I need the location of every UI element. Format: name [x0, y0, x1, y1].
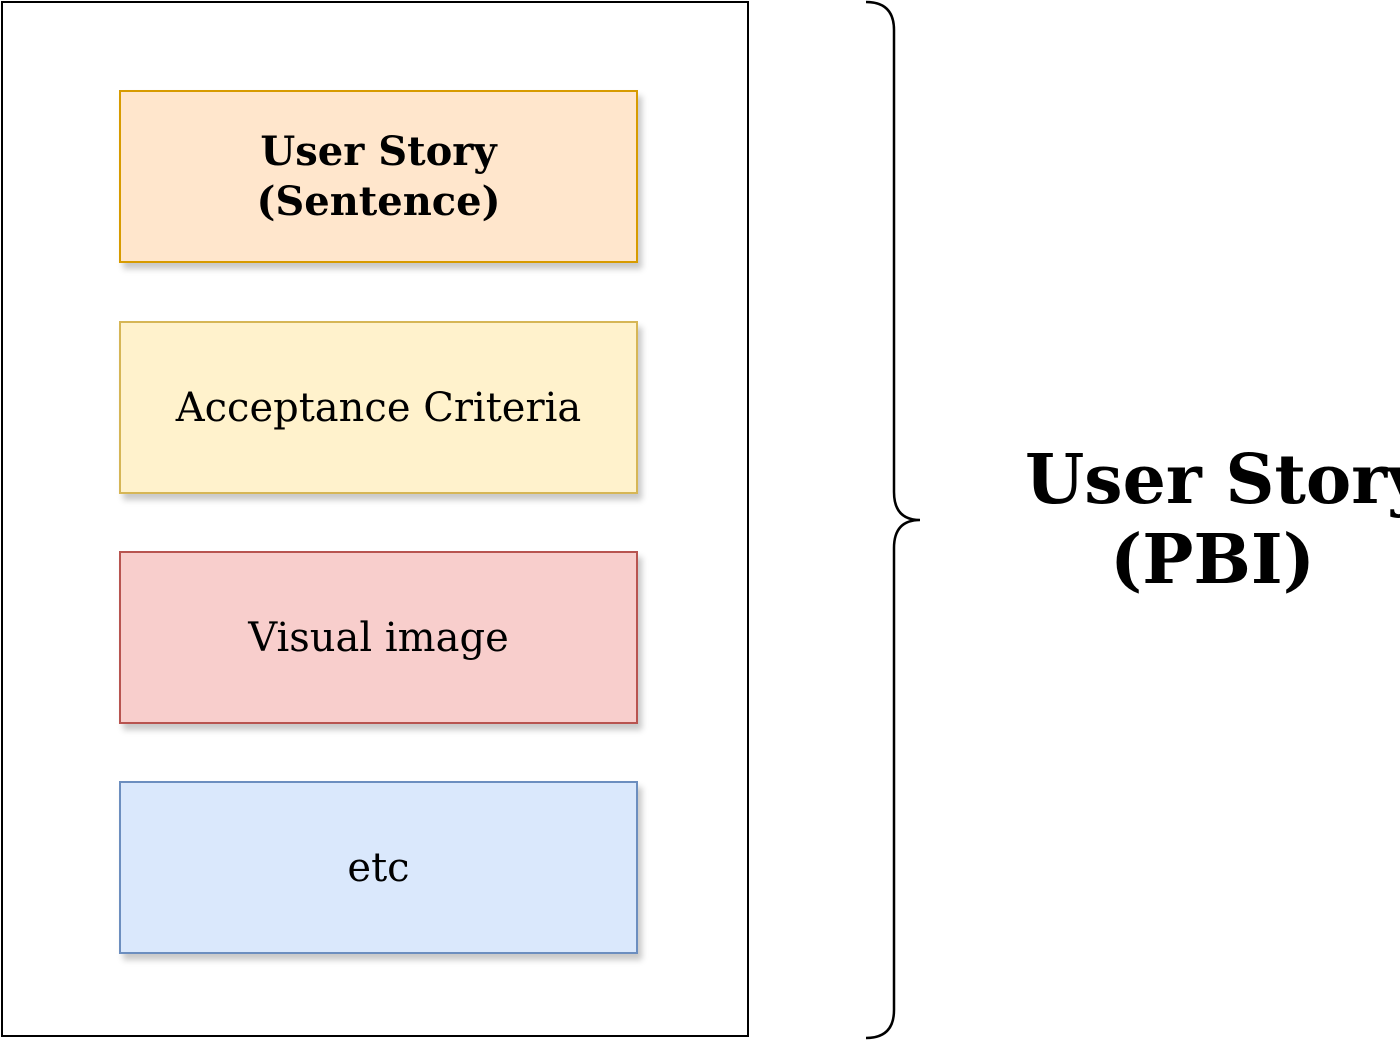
- curly-brace-path: [865, 0, 921, 1040]
- curly-brace: [865, 0, 921, 1040]
- box-visual-image: Visual image: [119, 551, 638, 724]
- box-etc-label: etc: [347, 844, 410, 891]
- group-label-user-story-pbi: User Story (PBI): [1025, 440, 1400, 600]
- box-user-story-sentence-line-2: (Sentence): [256, 177, 501, 225]
- box-user-story-sentence: User Story (Sentence): [119, 90, 638, 263]
- box-user-story-sentence-text: User Story (Sentence): [256, 127, 500, 227]
- user-story-container: User Story (Sentence) Acceptance Criteri…: [1, 1, 749, 1037]
- box-acceptance-criteria: Acceptance Criteria: [119, 321, 638, 494]
- group-label-line-2: (PBI): [1110, 520, 1315, 600]
- box-visual-image-label: Visual image: [248, 614, 509, 661]
- box-user-story-sentence-line-1: User Story: [260, 127, 497, 175]
- box-acceptance-criteria-label: Acceptance Criteria: [175, 384, 582, 431]
- group-label-line-1: User Story: [1025, 440, 1400, 520]
- box-etc: etc: [119, 781, 638, 954]
